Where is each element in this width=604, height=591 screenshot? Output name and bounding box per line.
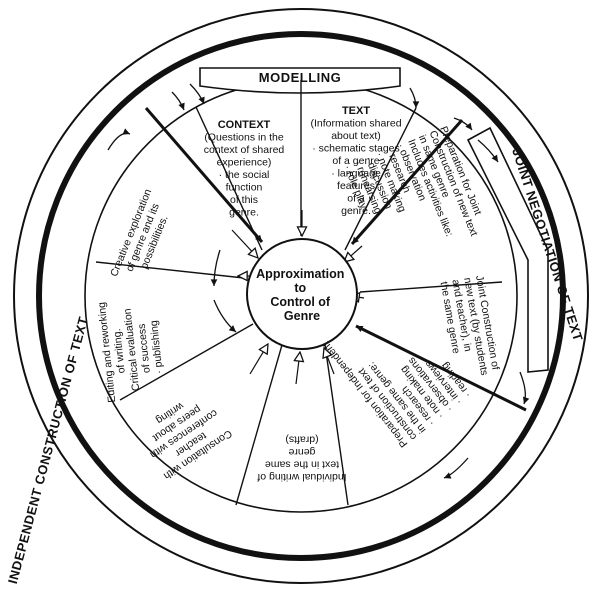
cycle-flow-arrows [107,83,530,479]
modelling-banner [199,67,401,94]
centre-line-2: to [294,281,306,295]
context-line: of this [230,194,258,206]
text-line: · language [331,168,381,180]
centre-label: Approximation to Control of Genre [256,267,348,323]
editing-line: of writing. [111,328,128,374]
editing-line: · publishing [148,320,166,375]
individual-writing-line: Individual writing of [257,471,346,483]
individual-writing-line: (drafts) [285,434,318,446]
joint-to-centre-arrow [350,119,464,245]
text-title: TEXT [342,105,370,117]
text-line: features [337,180,375,192]
text-line: of a [347,193,365,205]
context-line: genre. [229,207,259,219]
modelling-label: MODELLING [259,70,342,85]
editing-line: of success [136,323,153,374]
context-title: CONTEXT [218,119,271,131]
independent-entry-arrow [355,324,527,412]
individual-writing-line: genre [288,446,315,458]
centre-line-4: Genre [284,309,320,323]
segment-dividers [95,80,503,506]
text-line: of a genre [332,155,379,167]
modelling-to-centre-arrow [144,107,264,243]
thick-stage-ring [36,31,566,561]
text-line: genre. [341,205,371,217]
centre-line-3: Control of [270,295,331,309]
text-line: (Information shared [310,118,401,130]
text-line: about text) [331,130,381,142]
context-line: experience) [217,157,272,169]
individual-writing-line: text in the same [265,459,339,471]
context-line: context of shared [204,144,285,156]
context-line: · the social [219,169,270,181]
outer-ring [13,8,589,584]
context-line: function [226,182,263,194]
centre-circle [246,238,358,350]
centre-line-1: Approximation [256,267,344,281]
text-line: · schematic stages [312,143,400,155]
context-line: (Questions in the [204,132,284,144]
joint-negotiation-banner [466,126,549,373]
